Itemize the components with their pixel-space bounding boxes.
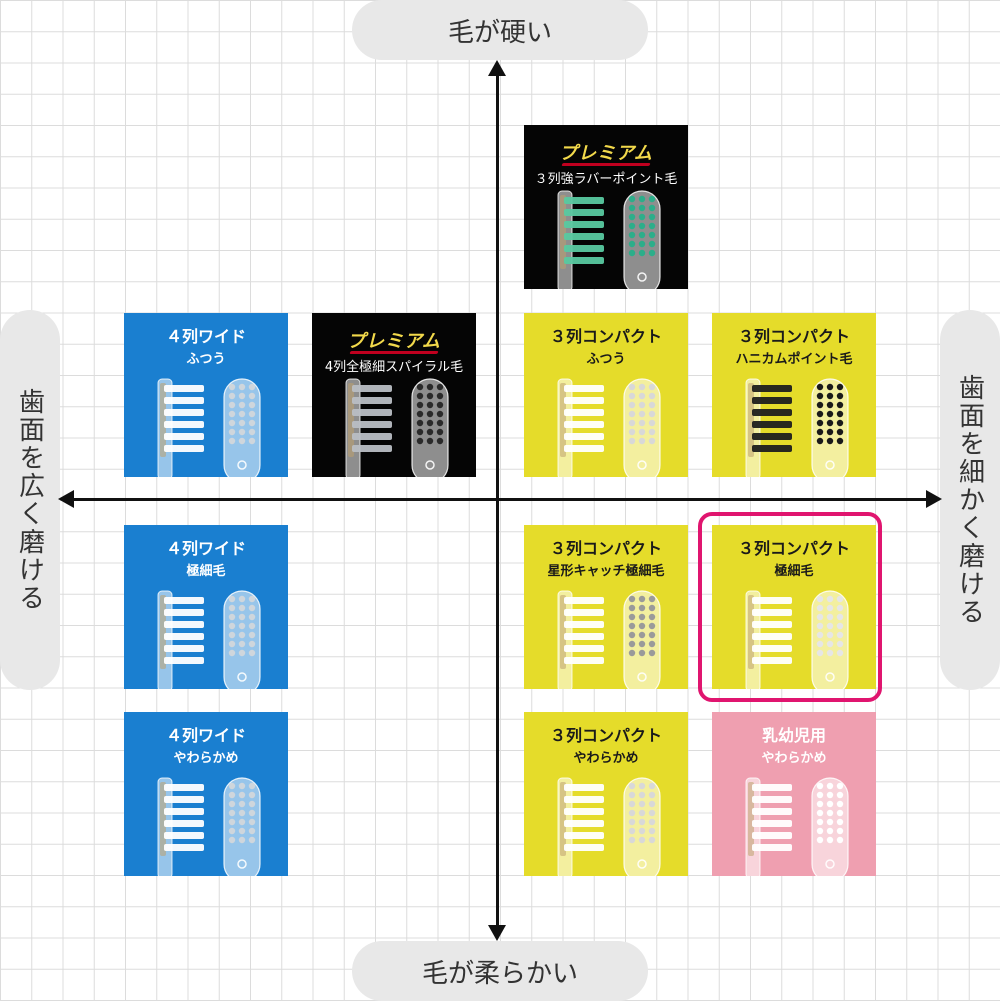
card-title: ３列コンパクト	[524, 327, 688, 347]
card-title: ３列コンパクト	[712, 327, 876, 347]
card-subtitle: 4列全極細スパイラル毛	[312, 359, 476, 377]
card-subtitle: ハニカムポイント毛	[712, 351, 876, 369]
premium-badge: プレミアム	[524, 139, 688, 165]
card-subtitle: 星形キャッチ極細毛	[524, 563, 688, 581]
axis-label-bottom-text: 毛が柔らかい	[422, 953, 578, 990]
card-subtitle: やわらかめ	[712, 750, 876, 768]
brush-side-view	[558, 379, 604, 477]
axis-label-right: 歯面を細かく磨ける	[940, 310, 1000, 690]
brush-side-view	[746, 379, 792, 477]
card-subtitle: やわらかめ	[524, 750, 688, 768]
card-premium-rubber[interactable]: プレミアム ３列強ラバーポイント毛	[524, 125, 688, 289]
card-subtitle: ３列強ラバーポイント毛	[524, 171, 688, 189]
card-premium-spiral[interactable]: プレミアム 4列全極細スパイラル毛	[312, 313, 476, 477]
axis-label-top-text: 毛が硬い	[448, 12, 552, 49]
card-title: ４列ワイド	[124, 539, 288, 559]
card-compact-star[interactable]: ３列コンパクト星形キャッチ極細毛	[524, 525, 688, 689]
brush-side-view	[158, 379, 204, 477]
brush-side-view	[158, 591, 204, 689]
brush-side-view	[558, 778, 604, 876]
brush-top-view	[624, 778, 660, 876]
brush-side-view	[158, 778, 204, 876]
brush-side-view	[346, 379, 392, 477]
horizontal-axis	[70, 498, 932, 501]
card-compact-honeycomb[interactable]: ３列コンパクトハニカムポイント毛	[712, 313, 876, 477]
premium-underline	[349, 351, 438, 354]
selection-highlight	[698, 512, 882, 702]
brush-top-view	[224, 591, 260, 689]
card-title: 乳幼児用	[712, 726, 876, 746]
brush-top-view	[224, 778, 260, 876]
premium-underline	[561, 163, 650, 166]
card-wide-superfine[interactable]: ４列ワイド極細毛	[124, 525, 288, 689]
arrow-down-icon	[488, 925, 506, 941]
vertical-axis	[496, 70, 499, 932]
axis-label-top: 毛が硬い	[352, 0, 648, 60]
brush-top-view	[412, 379, 448, 477]
brush-top-view	[224, 379, 260, 477]
axis-label-right-text: 歯面を細かく磨ける	[952, 374, 989, 626]
axis-label-left: 歯面を広く磨ける	[0, 310, 60, 690]
axis-label-bottom: 毛が柔らかい	[352, 941, 648, 1001]
card-wide-soft[interactable]: ４列ワイドやわらかめ	[124, 712, 288, 876]
card-subtitle: ふつう	[524, 351, 688, 369]
brush-top-view	[624, 591, 660, 689]
premium-badge: プレミアム	[312, 327, 476, 353]
brush-top-view	[624, 191, 660, 289]
brush-top-view	[812, 379, 848, 477]
arrow-right-icon	[926, 490, 942, 508]
card-compact-soft[interactable]: ３列コンパクトやわらかめ	[524, 712, 688, 876]
card-infant-soft[interactable]: 乳幼児用やわらかめ	[712, 712, 876, 876]
brush-side-view	[558, 191, 604, 289]
card-title: ３列コンパクト	[524, 539, 688, 559]
brush-top-view	[812, 778, 848, 876]
card-subtitle: ふつう	[124, 351, 288, 369]
brush-side-view	[558, 591, 604, 689]
card-title: ４列ワイド	[124, 726, 288, 746]
card-compact-regular[interactable]: ３列コンパクトふつう	[524, 313, 688, 477]
card-wide-regular[interactable]: ４列ワイドふつう	[124, 313, 288, 477]
axis-label-left-text: 歯面を広く磨ける	[12, 388, 49, 612]
arrow-left-icon	[58, 490, 74, 508]
brush-side-view	[746, 778, 792, 876]
brush-top-view	[624, 379, 660, 477]
card-title: ４列ワイド	[124, 327, 288, 347]
card-subtitle: 極細毛	[124, 563, 288, 581]
card-subtitle: やわらかめ	[124, 750, 288, 768]
arrow-up-icon	[488, 60, 506, 76]
card-title: ３列コンパクト	[524, 726, 688, 746]
